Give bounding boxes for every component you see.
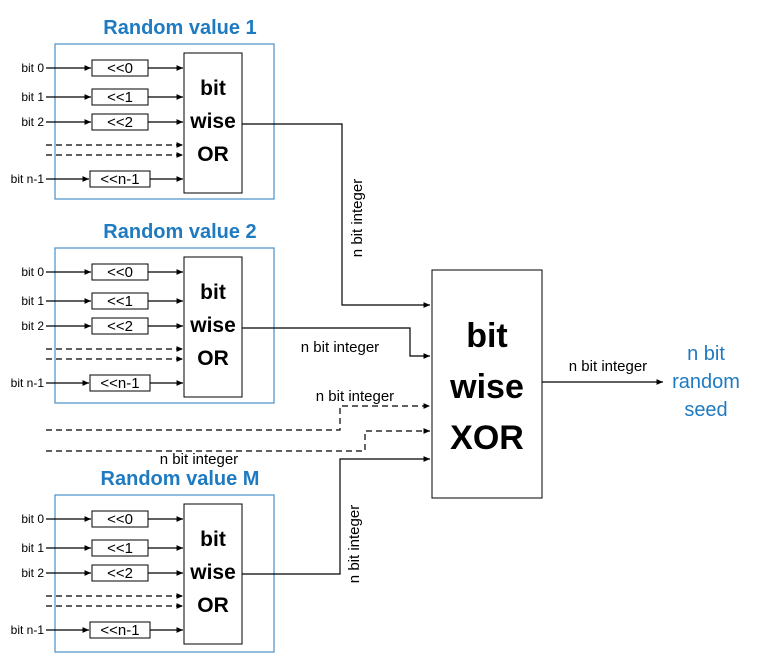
connector-dashed-2: n bit integer xyxy=(46,428,430,468)
shift-label: <<1 xyxy=(107,89,133,106)
output-connector: n bit integer xyxy=(542,358,663,385)
seed-line-1: n bit xyxy=(687,343,725,365)
or-label: OR xyxy=(197,594,229,617)
or-block xyxy=(183,503,243,645)
bit-label: bit 2 xyxy=(21,115,44,129)
or-label: OR xyxy=(197,347,229,370)
or-block xyxy=(183,256,243,398)
or-label: wise xyxy=(189,561,236,584)
shift-label: <<0 xyxy=(107,60,133,77)
bit-label: bit 2 xyxy=(21,566,44,580)
shift-label: <<n-1 xyxy=(100,375,139,392)
connector-group1: n bit integer xyxy=(242,123,430,308)
seed-label: n bit random seed xyxy=(672,343,740,421)
shift-label: <<0 xyxy=(107,264,133,281)
or-label: bit xyxy=(200,528,226,551)
bit-label: bit 1 xyxy=(21,294,44,308)
int-label-4: n bit integer xyxy=(160,451,238,468)
bit-label: bit n-1 xyxy=(11,623,45,637)
xor-label-3: XOR xyxy=(450,419,524,457)
xor-block: bit wise XOR xyxy=(431,269,543,499)
connector-groupM: n bit integer xyxy=(242,456,430,583)
xor-label-2: wise xyxy=(449,368,524,406)
bit-label: bit n-1 xyxy=(11,172,45,186)
int-label-2: n bit integer xyxy=(301,339,379,356)
or-label: bit xyxy=(200,281,226,304)
shift-label: <<1 xyxy=(107,293,133,310)
or-label: wise xyxy=(189,314,236,337)
group-title: Random value 1 xyxy=(103,17,256,39)
connector-group2: n bit integer xyxy=(242,327,430,359)
int-label-rotated-2: n bit integer xyxy=(346,505,363,583)
bit-label: bit 1 xyxy=(21,90,44,104)
or-label: bit xyxy=(200,77,226,100)
bit-label: bit 0 xyxy=(21,61,44,75)
shift-label: <<0 xyxy=(107,511,133,528)
bit-label: bit 0 xyxy=(21,512,44,526)
seed-line-3: seed xyxy=(684,399,727,421)
int-label-rotated-1: n bit integer xyxy=(349,179,366,257)
connector-dashed-1: n bit integer xyxy=(46,388,430,431)
bit-label: bit 0 xyxy=(21,265,44,279)
bit-label: bit 2 xyxy=(21,319,44,333)
or-block xyxy=(183,52,243,194)
shift-label: <<n-1 xyxy=(100,622,139,639)
int-label-3: n bit integer xyxy=(316,388,394,405)
seed-line-2: random xyxy=(672,371,740,393)
group-title: Random value M xyxy=(101,468,260,490)
shift-label: <<n-1 xyxy=(100,171,139,188)
shift-label: <<2 xyxy=(107,318,133,335)
xor-label-1: bit xyxy=(466,317,508,355)
or-label: OR xyxy=(197,143,229,166)
shift-label: <<2 xyxy=(107,114,133,131)
int-label-output: n bit integer xyxy=(569,358,647,375)
bit-label: bit n-1 xyxy=(11,376,45,390)
or-label: wise xyxy=(189,110,236,133)
group-title: Random value 2 xyxy=(103,221,256,243)
shift-label: <<1 xyxy=(107,540,133,557)
shift-label: <<2 xyxy=(107,565,133,582)
bit-label: bit 1 xyxy=(21,541,44,555)
